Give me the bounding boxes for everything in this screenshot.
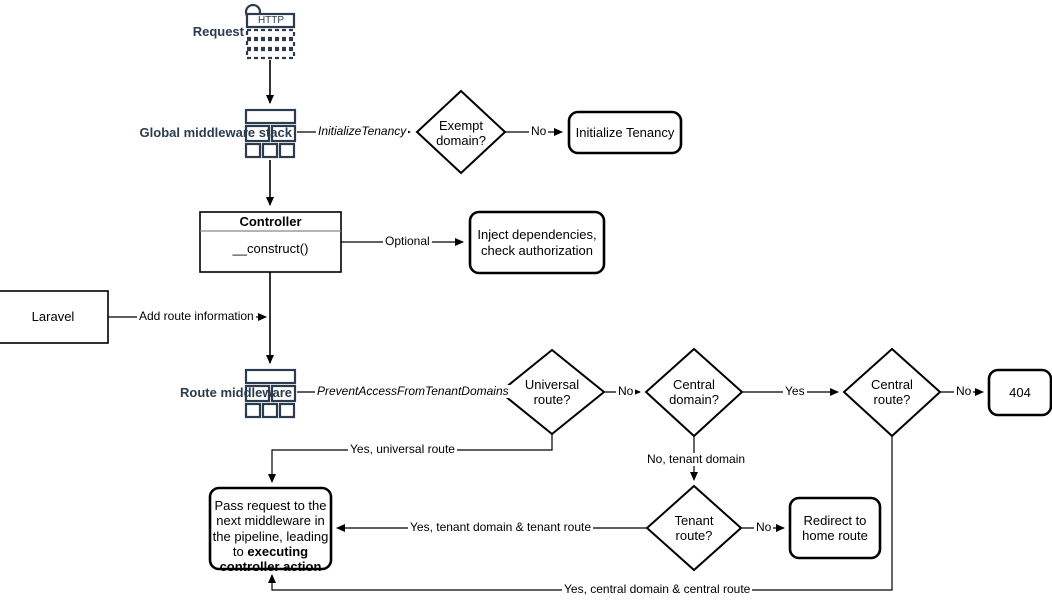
node-controller	[199, 211, 342, 273]
decision-universal-route	[498, 348, 606, 436]
node-initialize-tenancy	[567, 110, 683, 155]
edge-label-central-route-no: No	[954, 384, 974, 399]
edge-label-yes-central-domain-central-route: Yes, central domain & central route	[562, 582, 753, 597]
edge-label-add-route-information: Add route information	[137, 309, 256, 324]
decision-central-route	[842, 347, 942, 438]
decision-tenant-route	[645, 484, 743, 572]
edge-label-optional: Optional	[383, 234, 432, 249]
edge-label-initialize-tenancy: InitializeTenancy	[316, 124, 409, 139]
edge-label-exempt-no: No	[529, 124, 549, 139]
side-label-request: Request	[192, 24, 244, 39]
http-request-icon	[244, 3, 296, 60]
edge-label-prevent-access: PreventAccessFromTenantDomains	[315, 384, 511, 399]
edge-label-no-tenant-domain: No, tenant domain	[645, 452, 748, 467]
decision-central-domain	[644, 347, 744, 438]
middleware-stack-icon-route	[244, 368, 297, 419]
side-label-route-middleware: Route middleware	[180, 385, 292, 400]
edge-label-universal-no: No	[616, 384, 636, 399]
node-pass-request	[208, 486, 333, 571]
edge-label-tenant-route-no: No	[754, 520, 774, 535]
decision-exempt-domain	[415, 89, 507, 175]
node-inject-dependencies	[468, 210, 606, 275]
node-laravel	[0, 290, 109, 344]
node-404	[987, 368, 1052, 417]
edge-label-yes-universal-route: Yes, universal route	[348, 442, 457, 457]
edge-label-central-domain-yes: Yes	[783, 384, 807, 399]
node-redirect-home	[788, 496, 882, 560]
edge-label-yes-tenant-domain-tenant-route: Yes, tenant domain & tenant route	[408, 520, 594, 535]
middleware-stack-icon-global	[244, 108, 297, 159]
side-label-global-middleware-stack: Global middleware stack	[139, 125, 292, 140]
